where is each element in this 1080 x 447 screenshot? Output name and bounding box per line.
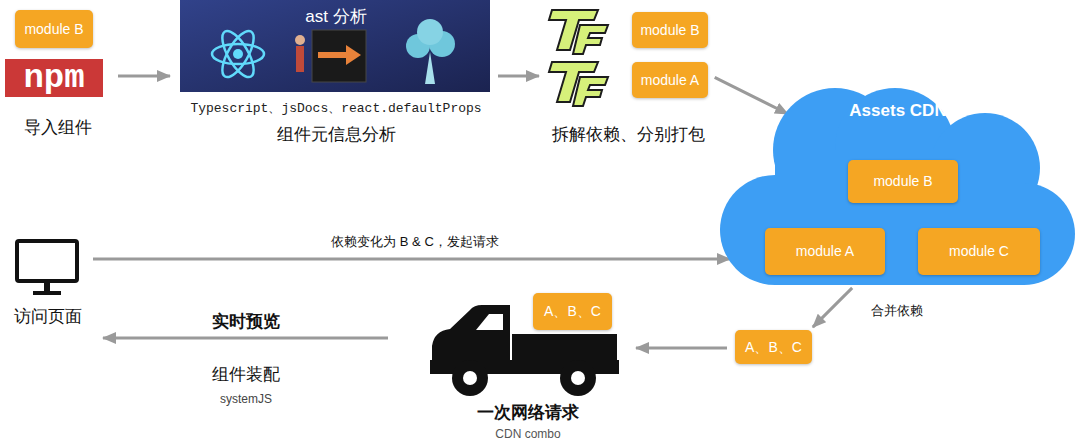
step-caption: 组件装配 (212, 364, 280, 385)
flow-arrow (103, 337, 388, 340)
monitor-screen (17, 241, 77, 281)
module-label: module A (632, 62, 708, 98)
sub-caption: systemJS (220, 392, 272, 407)
step-caption: 访问页面 (10, 306, 85, 327)
edge-label: 合并依赖 (868, 302, 926, 319)
transform-arrow (318, 52, 348, 58)
truck-wheel (452, 360, 488, 396)
cdn-cloud: Assets CDNmodule Bmodule Amodule C (730, 114, 1050, 285)
edge-label: 依赖变化为 B & C，发起请求 (328, 233, 502, 250)
truck-hub (571, 371, 585, 385)
module-label: A、B、C (533, 293, 612, 330)
transform-arrow-head (346, 45, 361, 65)
monitor-neck (44, 283, 50, 292)
browser-monitor: 访问页面 (10, 235, 85, 330)
module-label: module B (15, 10, 93, 48)
module-box: A、B、C (533, 293, 612, 330)
module-box: module B (848, 160, 958, 203)
tf-letter-f (573, 25, 608, 54)
truck-bed (512, 334, 617, 364)
module-box: module B (632, 12, 708, 48)
flow-arrow (813, 288, 852, 327)
figure-body (296, 46, 304, 72)
module-label: module C (918, 228, 1040, 275)
module-box: module A (765, 228, 885, 275)
tree-canopy (417, 19, 443, 45)
flow-arrow (636, 347, 727, 350)
step-caption: 拆解依赖、分别打包 (545, 124, 712, 145)
bundle-group: 拆解依赖、分别打包 module B module A (545, 0, 712, 150)
step-caption: 一次网络请求 (428, 402, 628, 423)
module-label: module B (632, 12, 708, 48)
module-box: module C (918, 228, 1040, 275)
module-box: A、B、C (735, 330, 812, 364)
tf-logo (549, 62, 608, 106)
banner-title: ast 分析 (180, 6, 492, 27)
step-caption: 组件元信息分析 (180, 124, 492, 145)
truck-hub (463, 371, 477, 385)
truck-window (476, 314, 503, 330)
module-box: module B (15, 10, 93, 48)
react-orbit (212, 44, 264, 64)
cloud-title: Assets CDN (738, 100, 1058, 121)
react-orbit (216, 26, 259, 81)
delivery-truck: 一次网络请求 CDN combo A、B、C (428, 290, 628, 445)
meta-sources: Typescript、jsDocs、react.defaultProps (180, 101, 492, 117)
flow-arrow (118, 75, 170, 78)
sub-caption: CDN combo (428, 427, 628, 442)
react-core (233, 49, 243, 59)
transform-panel (312, 30, 366, 82)
flow-arrow (498, 75, 539, 78)
module-box: module A (632, 62, 708, 98)
step-caption: 导入组件 (5, 117, 110, 138)
edge-label: 实时预览 (209, 311, 283, 333)
react-orbit (216, 26, 259, 81)
figure-head (295, 35, 305, 45)
npm-wordmark: npm (5, 59, 103, 97)
module-label: module B (848, 160, 958, 203)
flow-arrow (715, 77, 788, 114)
tf-letter-f (573, 77, 608, 106)
module-label: A、B、C (735, 330, 812, 364)
module-label: module A (765, 228, 885, 275)
ast-analysis-panel: ast 分析 Typescript、jsDocs、react.defaultPro… (180, 0, 492, 148)
npm-logo: npm 导入组件 (5, 55, 110, 140)
react-logo (212, 26, 264, 81)
truck-wheel (560, 360, 596, 396)
tf-logo (549, 10, 608, 54)
monitor-base (33, 291, 61, 295)
flow-arrow (93, 258, 730, 261)
tree-trunk (425, 52, 435, 84)
